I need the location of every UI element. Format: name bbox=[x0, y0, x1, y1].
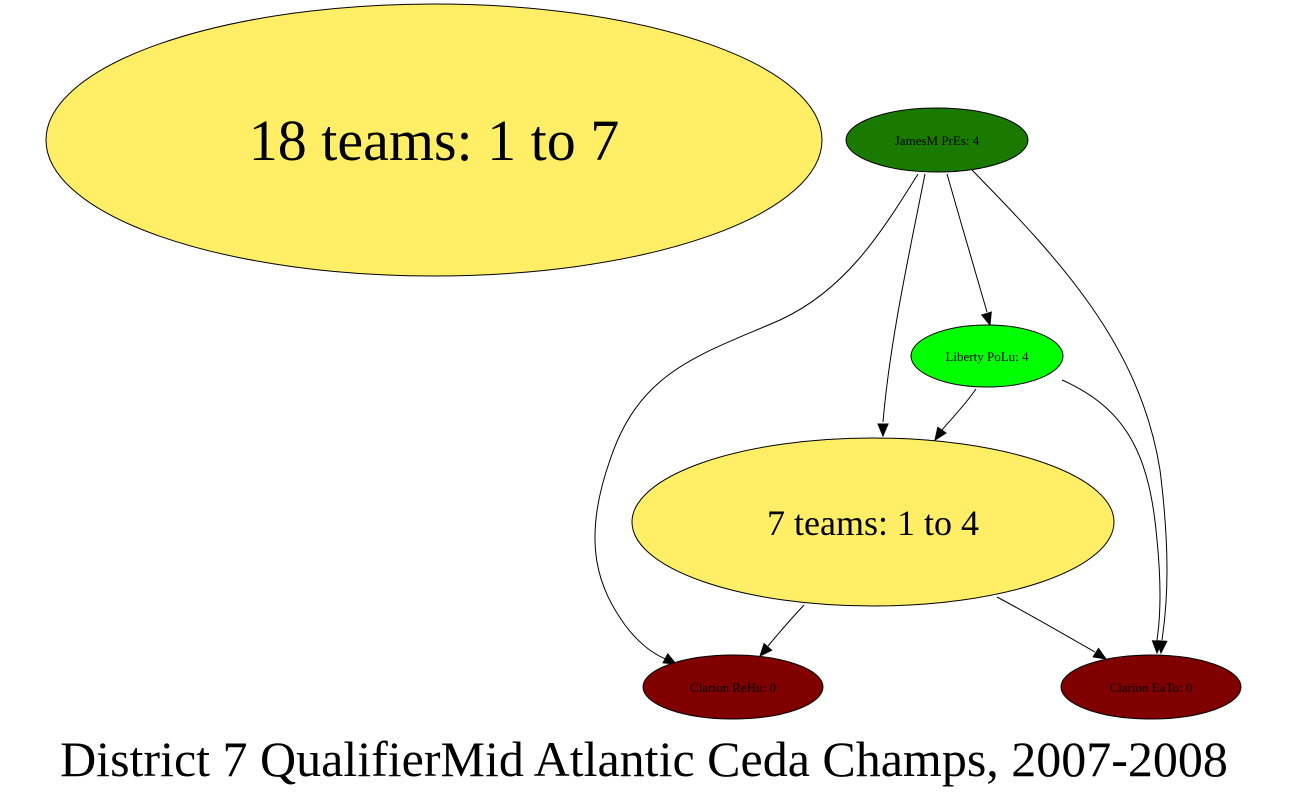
edge-line bbox=[971, 169, 1168, 641]
node-shape bbox=[642, 654, 824, 720]
node-group7: 7 teams: 1 to 4 bbox=[631, 437, 1115, 607]
edge-line bbox=[941, 388, 977, 431]
edge-jamesm-to-clarion_rehu bbox=[594, 173, 919, 665]
arrowhead bbox=[934, 426, 947, 442]
node-label: 18 teams: 1 to 7 bbox=[249, 108, 620, 173]
edge-line bbox=[946, 173, 988, 313]
edge-jamesm-to-group7 bbox=[877, 173, 926, 438]
arrowhead bbox=[759, 642, 773, 657]
node-label: Liberty PoLu: 4 bbox=[945, 349, 1029, 364]
edge-liberty-to-group7 bbox=[934, 388, 977, 442]
edge-liberty-to-clarion_eato bbox=[1061, 379, 1164, 655]
nodes-layer: 18 teams: 1 to 7 JamesM PrEs: 4 Liberty Po… bbox=[45, 3, 1242, 720]
arrowhead bbox=[1092, 647, 1108, 660]
edge-line bbox=[594, 173, 919, 661]
node-clarion-eato: Clarion EaTo: 0 bbox=[1060, 654, 1242, 720]
node-label: JamesM PrEs: 4 bbox=[895, 133, 980, 148]
edge-line bbox=[1061, 379, 1161, 641]
node-jamesm: JamesM PrEs: 4 bbox=[845, 107, 1029, 173]
edge-line bbox=[882, 173, 926, 423]
edges-layer bbox=[594, 169, 1168, 665]
node-group18: 18 teams: 1 to 7 bbox=[45, 3, 823, 277]
edge-group7-to-clarion_eato bbox=[996, 596, 1108, 660]
node-label: Clarion EaTo: 0 bbox=[1110, 680, 1193, 695]
arrowhead bbox=[980, 311, 992, 327]
edge-line bbox=[996, 596, 1096, 653]
edge-group7-to-clarion_rehu bbox=[759, 604, 805, 657]
node-clarion-rehu: Clarion ReHu: 0 bbox=[642, 654, 824, 720]
node-liberty: Liberty PoLu: 4 bbox=[910, 324, 1064, 388]
arrowhead bbox=[1151, 640, 1164, 655]
node-shape bbox=[45, 3, 823, 277]
node-shape bbox=[1060, 654, 1242, 720]
arrowhead bbox=[662, 653, 678, 665]
node-label: 7 teams: 1 to 4 bbox=[767, 503, 979, 543]
node-shape bbox=[631, 437, 1115, 607]
node-shape bbox=[910, 324, 1064, 388]
edge-jamesm-to-liberty bbox=[946, 173, 992, 327]
graph-caption: District 7 QualifierMid Atlantic Ceda Ch… bbox=[60, 731, 1228, 787]
node-label: Clarion ReHu: 0 bbox=[690, 680, 776, 695]
edge-line bbox=[767, 604, 805, 647]
arrowhead bbox=[877, 423, 889, 438]
node-shape bbox=[845, 107, 1029, 173]
